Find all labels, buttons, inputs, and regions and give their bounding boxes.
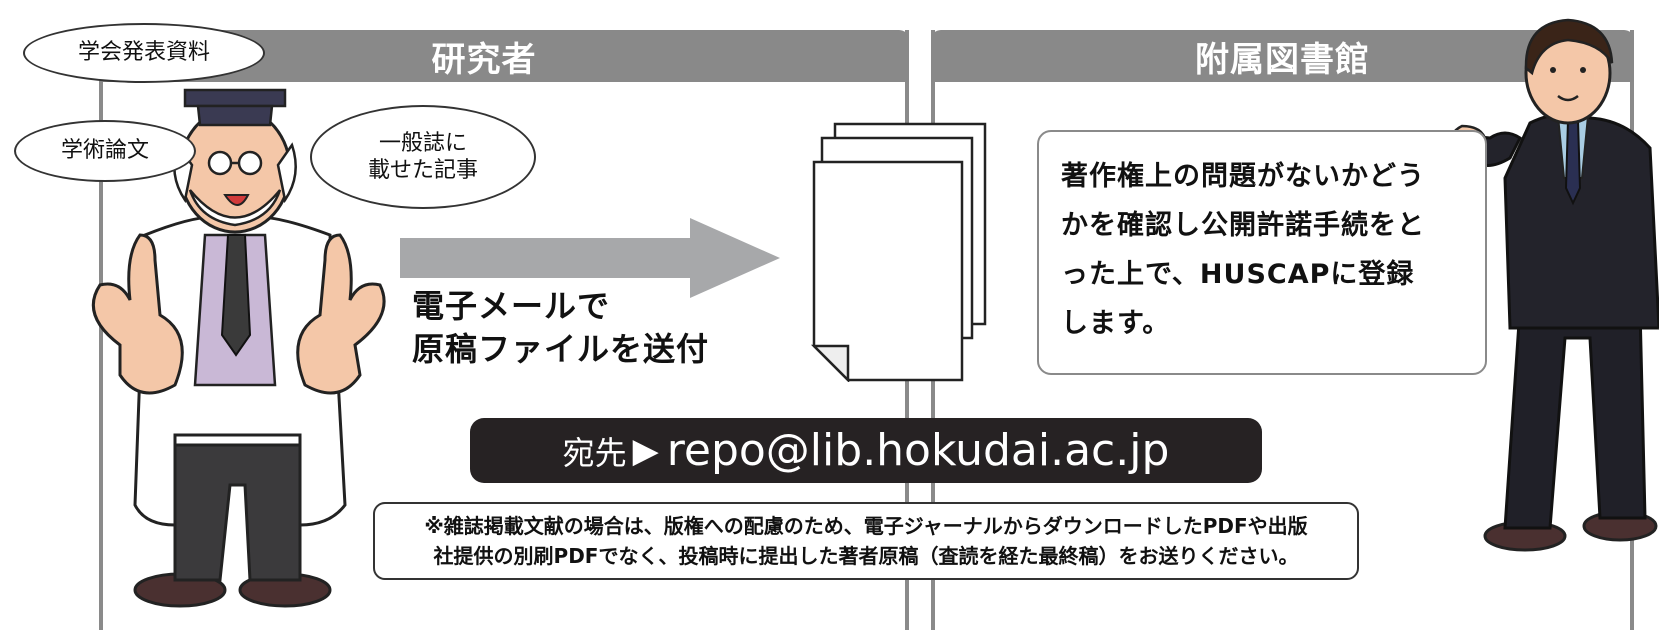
speech-bubble-academic-paper: 学術論文 (14, 120, 196, 182)
library-text-line4: します。 (1061, 308, 1171, 339)
professor-illustration (91, 88, 386, 608)
send-line2: 原稿ファイルを送付 (412, 330, 710, 369)
email-address-banner: 宛先 ▶ repo@lib.hokudai.ac.jp (470, 418, 1262, 483)
library-panel: 附属図書館 (931, 30, 1634, 630)
speech-bubble-conference: 学会発表資料 (23, 23, 265, 83)
bubble-magazine-line1: 一般誌に (378, 130, 467, 156)
send-line1: 電子メールで (412, 287, 611, 325)
send-instruction: 電子メールで 原稿ファイルを送付 (412, 285, 709, 371)
bubble-conference-text: 学会発表資料 (77, 40, 210, 66)
library-text-line2: かを確認し公開許諾手続をと (1061, 210, 1425, 241)
researcher-panel-title: 研究者 (431, 39, 537, 80)
speech-bubble-general-magazine: 一般誌に 載せた記事 (310, 105, 536, 209)
email-address[interactable]: repo@lib.hokudai.ac.jp (666, 425, 1170, 476)
library-panel-header: 附属図書館 (931, 30, 1634, 82)
librarian-illustration (1450, 18, 1659, 552)
arrow-right-icon (400, 218, 780, 298)
library-panel-title: 附属図書館 (1195, 39, 1370, 80)
library-process-box: 著作権上の問題がないかどう かを確認し公開許諾手続をと った上で、HUSCAPに… (1037, 130, 1487, 375)
document-stack-icon (810, 122, 987, 382)
library-text-line1: 著作権上の問題がないかどう (1061, 161, 1425, 192)
notice-line2: 社提供の別刷PDFでなく、投稿時に提出した著者原稿（査読を経た最終稿）をお送りく… (433, 544, 1299, 568)
library-text-line3: った上で、HUSCAPに登録 (1061, 259, 1415, 290)
notice-box: ※雑誌掲載文献の場合は、版権への配慮のため、電子ジャーナルからダウンロードしたP… (373, 502, 1359, 580)
play-arrow-icon: ▶ (632, 430, 659, 471)
address-prefix: 宛先 (562, 433, 627, 472)
notice-line1: ※雑誌掲載文献の場合は、版権への配慮のため、電子ジャーナルからダウンロードしたP… (424, 514, 1308, 538)
bubble-magazine-line2: 載せた記事 (367, 158, 478, 183)
bubble-academic-paper-text: 学術論文 (60, 138, 149, 164)
